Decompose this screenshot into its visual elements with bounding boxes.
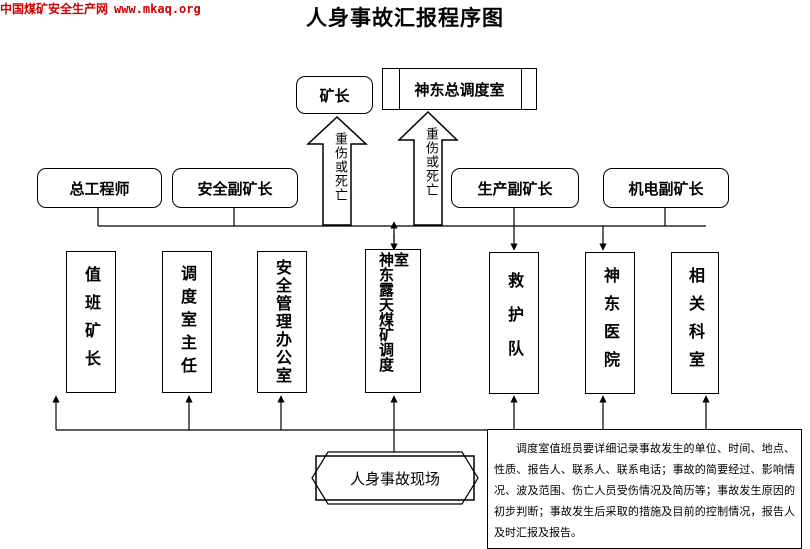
watermark: 中国煤矿安全生产网 www.mkaq.org [0, 0, 201, 17]
open-pit-dispatch-box: 神东露天煤矿调度 室 [365, 249, 421, 393]
hospital-label: 神东医院 [601, 267, 620, 379]
accident-site-box: 人身事故现场 [316, 456, 474, 500]
chief-engineer-box: 总工程师 [37, 168, 162, 208]
reporting-notes-text: 调度室值班员要详细记录事故发生的单位、时间、地点、性质、报告人、联系人、联系电话… [494, 442, 795, 539]
related-depts-box: 相关科室 [671, 252, 719, 394]
safety-office-box: 安全管理办公室 [257, 251, 307, 393]
safety-deputy-label: 安全副矿长 [197, 179, 273, 198]
related-depts-label: 相关科室 [686, 267, 705, 379]
duty-director-box: 值班矿长 [66, 251, 116, 393]
big-arrow-left [306, 115, 368, 226]
page-title: 人身事故汇报程序图 [306, 5, 504, 30]
big-arrow-right [397, 110, 459, 226]
connector-lines [52, 110, 710, 505]
rescue-team-box: 救护队 [489, 252, 539, 394]
dispatch-center-label: 神东总调度室 [414, 80, 505, 99]
electromech-deputy-box: 机电副矿长 [603, 168, 729, 208]
watermark-name: 中国煤矿安全生产网 [0, 2, 109, 16]
mine-director-box: 矿长 [296, 76, 373, 114]
dispatch-head-box: 调度室主任 [162, 251, 212, 393]
electromech-deputy-label: 机电副矿长 [628, 179, 704, 198]
watermark-site: www.mkaq.org [114, 2, 201, 16]
dispatch-center-box: 神东总调度室 [382, 68, 537, 110]
arrow-label-left: 重伤或死亡 [332, 132, 347, 202]
rescue-team-label: 救护队 [505, 272, 524, 374]
accident-site-label: 人身事故现场 [349, 469, 440, 488]
open-pit-dispatch-label-2: 室 [392, 252, 410, 267]
production-deputy-label: 生产副矿长 [477, 179, 553, 198]
mine-director-label: 矿长 [319, 86, 350, 105]
safety-office-label: 安全管理办公室 [273, 259, 292, 385]
safety-deputy-box: 安全副矿长 [172, 168, 298, 208]
hospital-box: 神东医院 [585, 252, 635, 394]
chief-engineer-label: 总工程师 [69, 179, 130, 198]
duty-director-label: 值班矿长 [82, 266, 101, 378]
dispatch-head-label: 调度室主任 [178, 264, 197, 380]
arrow-label-right: 重伤或死亡 [423, 127, 438, 197]
open-pit-dispatch-label: 神东露天煤矿调度 [377, 252, 395, 372]
production-deputy-box: 生产副矿长 [451, 168, 579, 208]
reporting-notes: 调度室值班员要详细记录事故发生的单位、时间、地点、性质、报告人、联系人、联系电话… [487, 429, 802, 549]
